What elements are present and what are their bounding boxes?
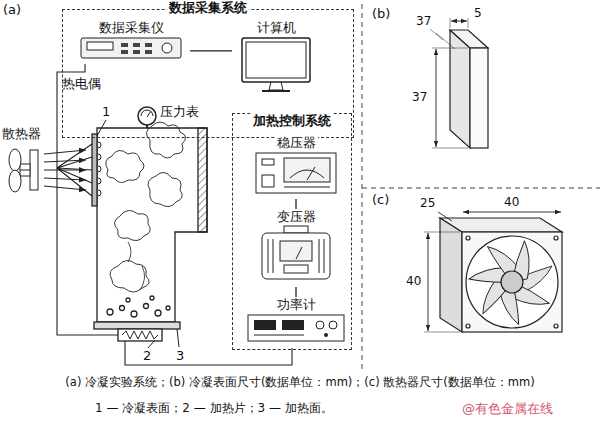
- device-label: 数据采集仪: [97, 20, 166, 35]
- group-title: 加热控制系统: [251, 113, 333, 128]
- voltage-regulator-icon: [242, 151, 350, 195]
- device-label: 功率计: [275, 297, 318, 312]
- dimension: 25: [420, 196, 435, 210]
- legend-note: 1 — 冷凝表面；2 — 加热片；3 — 加热面。: [95, 401, 333, 415]
- connector-wire: [190, 50, 232, 51]
- dimension: 37: [412, 90, 427, 104]
- computer-drawing: [240, 36, 312, 94]
- power-meter: 功率计: [242, 297, 350, 347]
- connector-wire: [295, 287, 296, 297]
- panel-label: (b): [372, 6, 390, 22]
- device-label: 计算机: [255, 20, 298, 35]
- divider: [362, 188, 600, 189]
- computer: 计算机: [232, 20, 320, 96]
- data-logger-drawing: [79, 36, 183, 60]
- group-title: 数据采集系统: [167, 0, 249, 15]
- dimension-line: [424, 212, 561, 332]
- computer-icon: [232, 36, 320, 94]
- callout-number: 3: [176, 348, 184, 364]
- panel-label: (a): [3, 2, 21, 18]
- transformer-icon: [242, 225, 350, 283]
- transformer: 变压器: [242, 209, 350, 287]
- part-label: 压力表: [160, 104, 199, 120]
- part-label: 散热器: [2, 126, 41, 142]
- condensation-chamber: [92, 122, 207, 341]
- dimension-line: [430, 18, 468, 148]
- airflow-arrows: [44, 150, 86, 190]
- dimension: 37: [416, 14, 431, 28]
- power-meter-icon: [242, 313, 350, 343]
- voltage-regulator: 稳压器: [242, 135, 350, 199]
- data-logger-icon: [72, 36, 190, 60]
- power-wire: [125, 341, 292, 365]
- part-label: 热电偶: [62, 76, 101, 92]
- voltage-regulator-drawing: [254, 151, 338, 195]
- device-label: 稳压器: [275, 135, 318, 150]
- transformer-drawing: [258, 225, 334, 283]
- thermocouple-wire: [57, 64, 118, 335]
- dimension: 5: [474, 6, 482, 20]
- device-label: 变压器: [275, 209, 318, 224]
- leader-line: [97, 120, 106, 136]
- leader-line: [177, 329, 179, 347]
- callout-number: 2: [143, 348, 151, 364]
- radiator-fan: [9, 149, 38, 192]
- figure-caption: (a) 冷凝实验系统；(b) 冷凝表面尺寸(数据单位：mm)；(c) 散热器尺寸…: [0, 376, 600, 390]
- divider: [362, 4, 363, 370]
- panel-label: (c): [372, 192, 389, 208]
- callout-number: 1: [102, 104, 110, 120]
- pressure-gauge: [138, 107, 156, 128]
- watermark: @有色金属在线: [462, 401, 553, 417]
- power-meter-drawing: [246, 313, 346, 343]
- dimension: 40: [504, 195, 519, 209]
- data-logger: 数据采集仪: [72, 20, 190, 64]
- dimension: 40: [406, 274, 421, 288]
- connector-wire: [295, 199, 296, 209]
- radiator-fan-3d: [440, 218, 562, 332]
- leader-line: [148, 340, 155, 348]
- condensation-plate: [450, 30, 488, 148]
- system-group: 加热控制系统稳压器变压器功率计: [232, 113, 352, 350]
